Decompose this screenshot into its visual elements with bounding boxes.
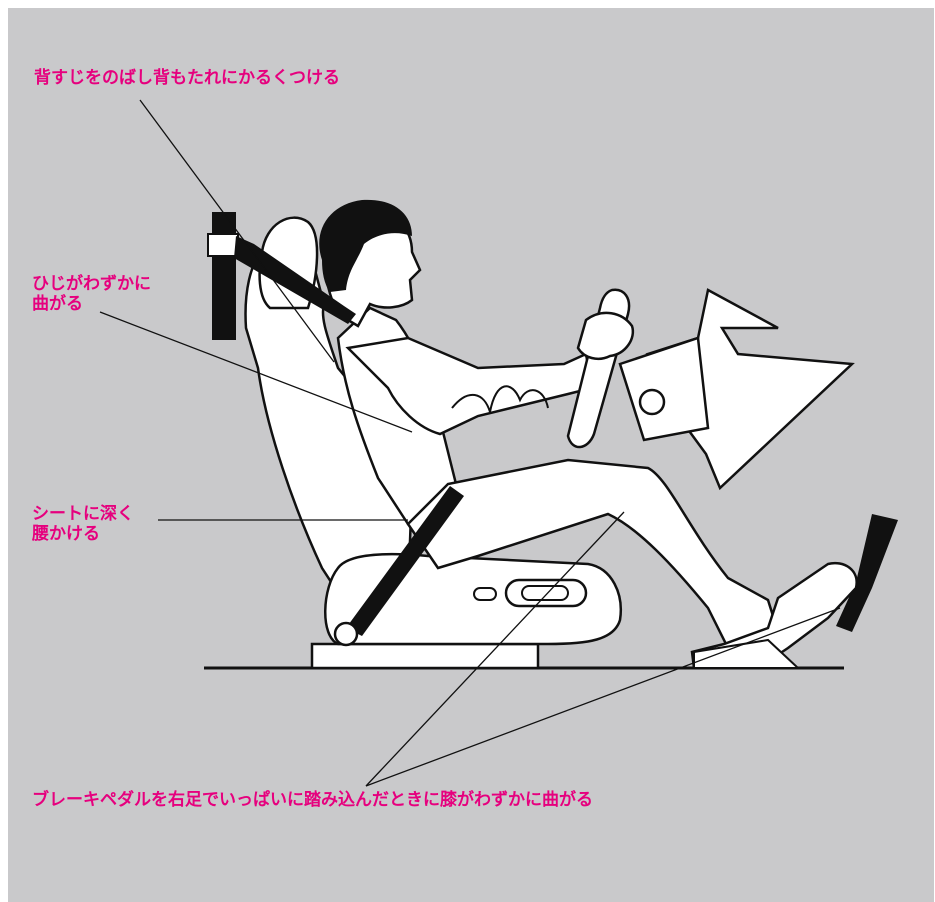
leader-lines [99, 99, 841, 787]
leader-elbow [99, 311, 413, 433]
seat-lever-inner [521, 585, 569, 601]
steering-column [618, 336, 710, 442]
seat-rail [310, 642, 540, 670]
seat-lever-small [473, 587, 497, 601]
belt-pillar [212, 212, 236, 340]
label-knee-text: ブレーキペダルを右足でいっぱいに踏み込んだときに膝がわずかに曲がる [32, 790, 593, 810]
label-back: 背すじをのばし背もたれにかるくつける [34, 68, 340, 88]
arm [345, 336, 594, 436]
brake-pedal [836, 514, 898, 632]
driving-posture-illustration [8, 8, 934, 902]
seat-lever-large [504, 578, 588, 608]
hand [576, 311, 635, 360]
label-seat-line1: シートに深く [32, 504, 134, 524]
hair [319, 199, 412, 292]
sleeve-wrinkles [451, 385, 549, 413]
leader-knee [365, 511, 625, 787]
shoulder-belt-lower [346, 486, 464, 636]
label-elbow-line1: ひじがわずかに [32, 274, 151, 294]
panel-background [8, 8, 934, 902]
illustration-panel: 背すじをのばし背もたれにかるくつける ひじがわずかに 曲がる シートに深く 腰か… [8, 8, 934, 902]
ignition-circle [638, 388, 666, 416]
shoulder-belt-upper [234, 236, 356, 324]
label-knee: ブレーキペダルを右足でいっぱいに踏み込んだときに膝がわずかに曲がる [32, 790, 593, 810]
label-seat-line2: 腰かける [32, 524, 100, 544]
label-elbow: ひじがわずかに 曲がる [32, 274, 151, 314]
belt-anchor [207, 233, 239, 257]
leader-back [139, 99, 335, 363]
shoe [690, 561, 858, 670]
label-back-text: 背すじをのばし背もたれにかるくつける [34, 68, 340, 88]
label-seat: シートに深く 腰かける [32, 504, 134, 544]
leader-foot [365, 607, 841, 787]
belt-buckle [333, 621, 359, 647]
label-elbow-line2: 曲がる [32, 294, 83, 314]
